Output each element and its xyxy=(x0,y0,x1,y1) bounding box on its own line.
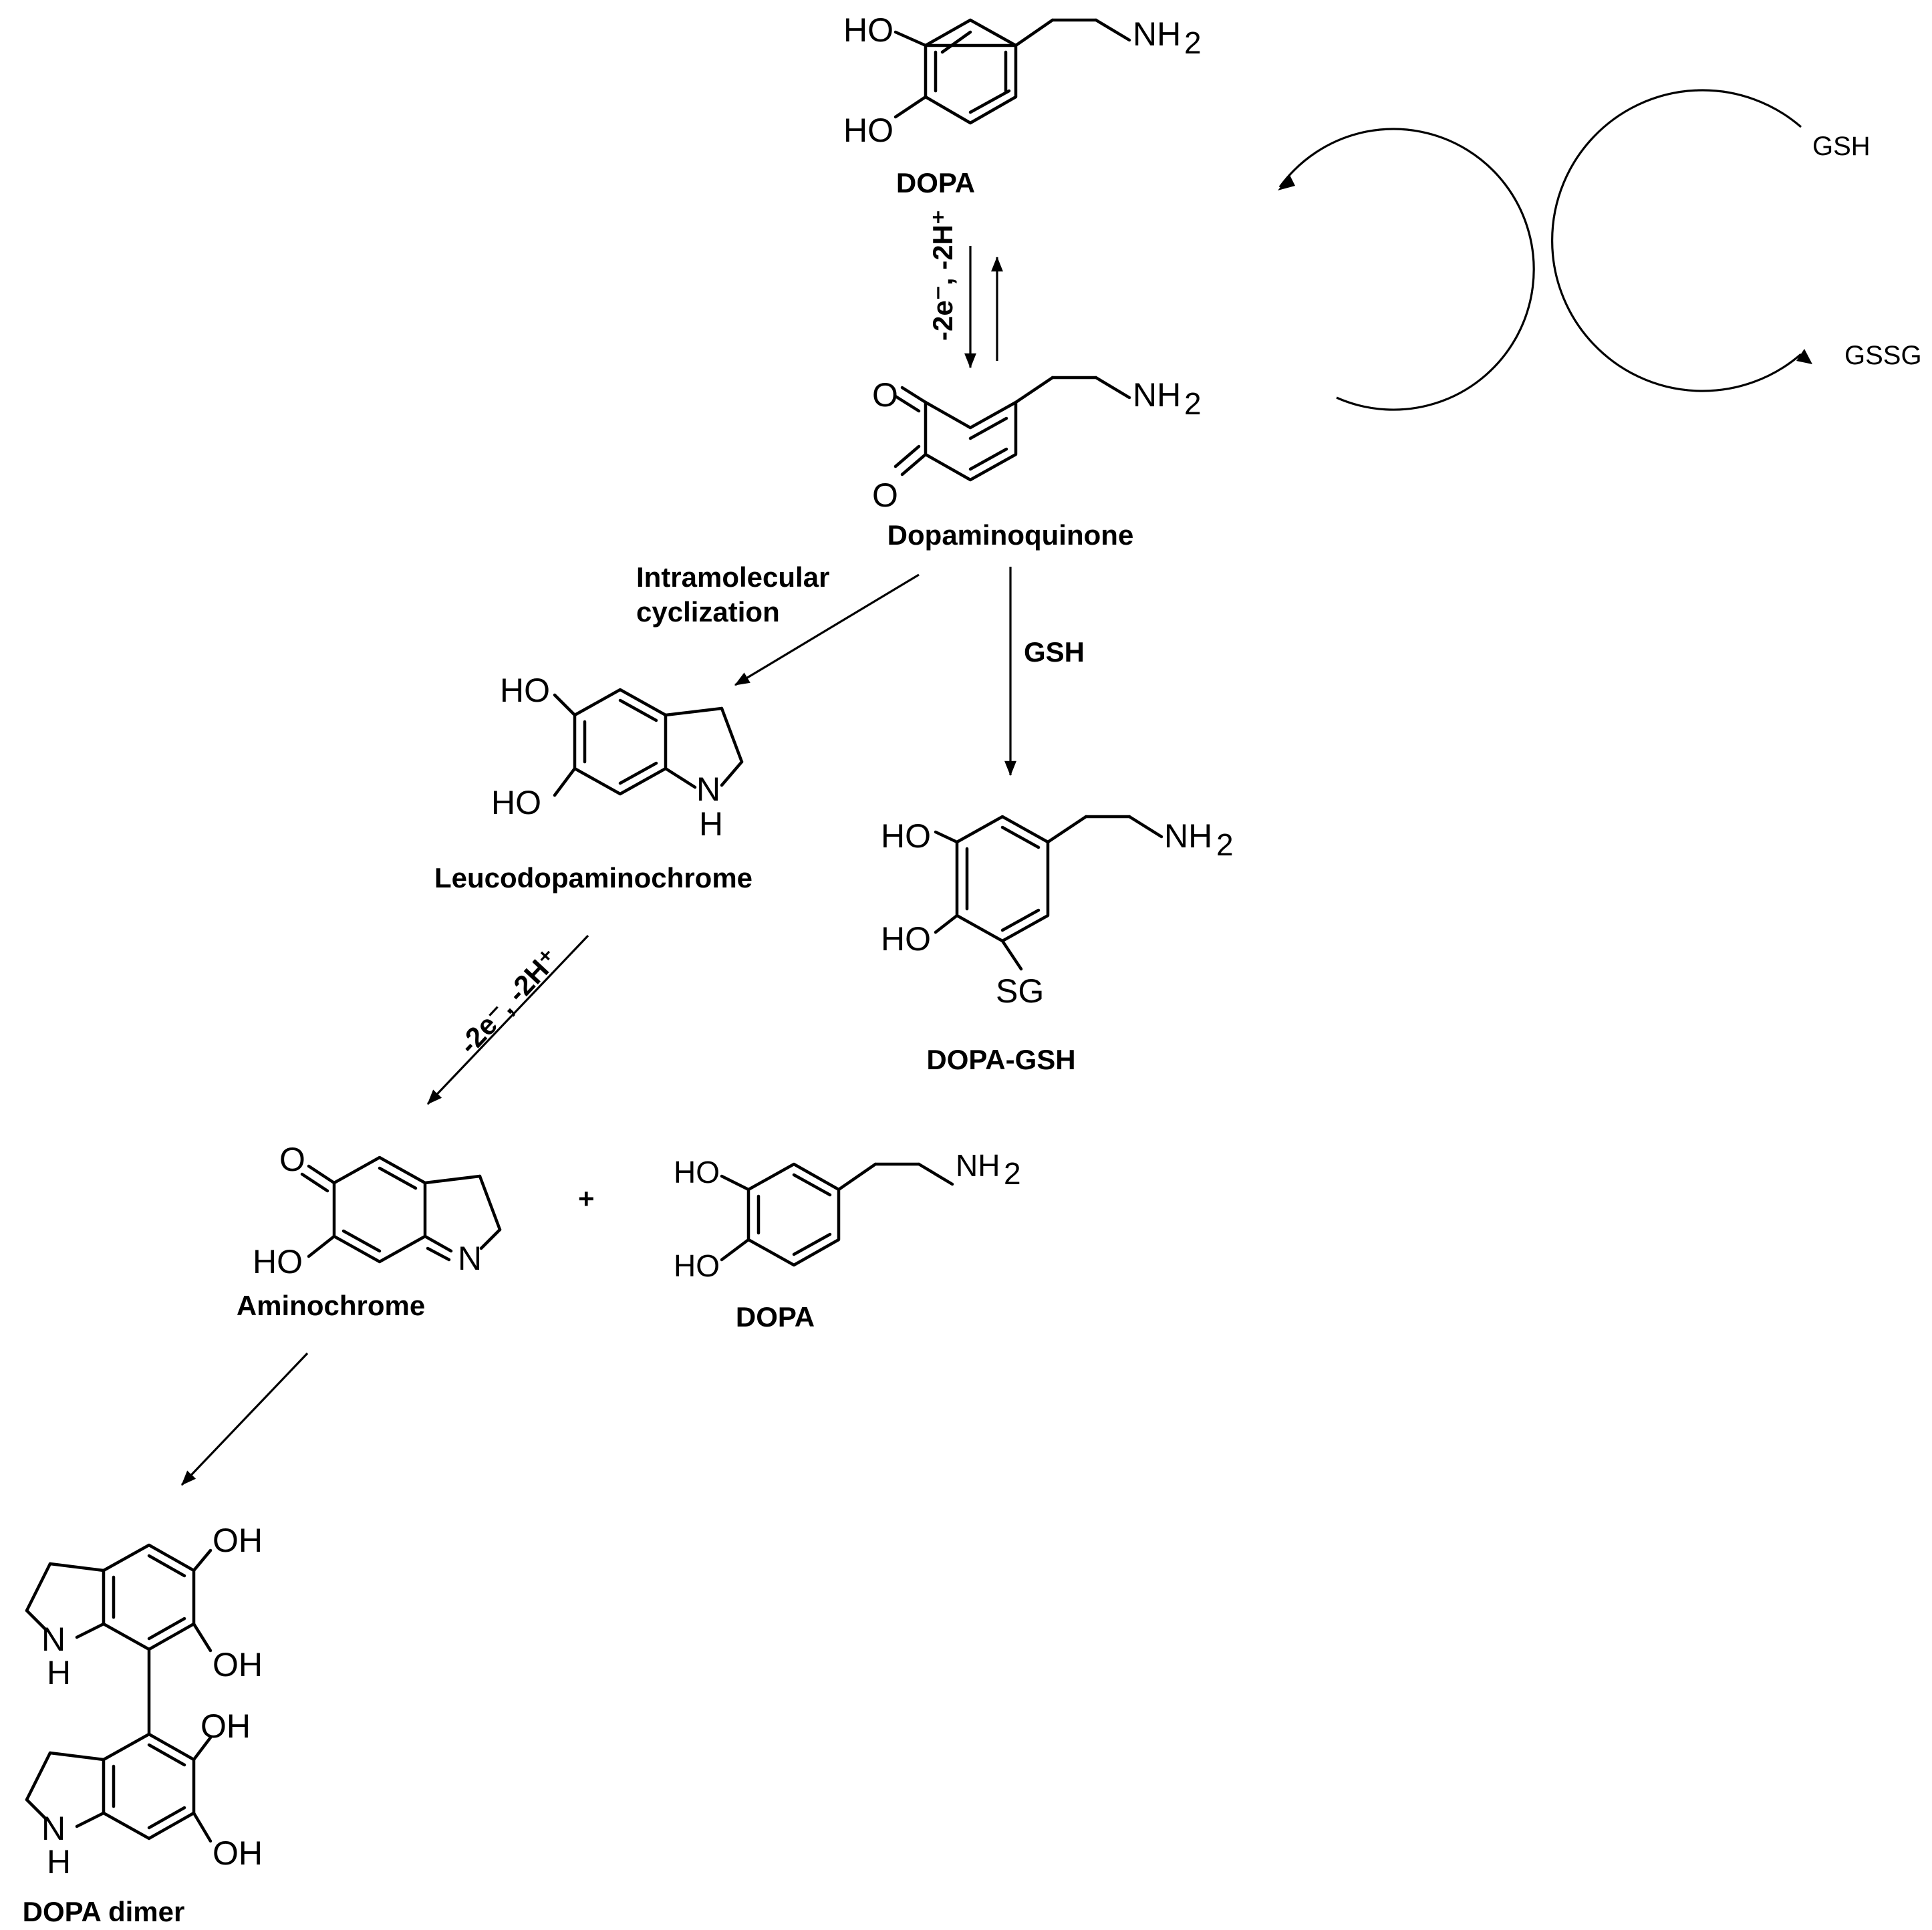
dopa-gsh-sg: SG xyxy=(996,972,1044,1010)
leuco-ho-2: HO xyxy=(491,784,541,821)
leuco-h: H xyxy=(699,805,723,843)
dopa-dimer-label: DOPA dimer xyxy=(23,1896,185,1927)
dopa-gsh-nh-subscript: 2 xyxy=(1216,827,1234,862)
dopaminoquinone-bonds xyxy=(893,376,1131,482)
dimer-oh-1: OH xyxy=(213,1522,263,1559)
dopa-top-ho-2: HO xyxy=(843,112,893,149)
dimer-n-2: N xyxy=(41,1810,65,1847)
dopaminoquinone-structure: O O NH 2 Dopaminoquinone xyxy=(872,376,1202,551)
dopaminoquinone-label: Dopaminoquinone xyxy=(887,519,1134,551)
dopa-top-ho-1: HO xyxy=(843,11,893,49)
cyclization-arrow xyxy=(734,573,920,686)
redox-right-arc xyxy=(1551,89,1802,392)
dimerization-arrow xyxy=(180,1352,309,1486)
leucodopaminochrome-label: Leucodopaminochrome xyxy=(434,862,752,893)
dimer-oh-2: OH xyxy=(213,1646,263,1683)
dopa-bottom-structure: HO HO NH 2 DOPA xyxy=(674,1148,1021,1333)
dopa-dimer-structure: OH OH OH OH N H N H DOPA dimer xyxy=(23,1522,263,1927)
dopa-top-structure: HO HO NH 2 DOPA xyxy=(843,11,1202,198)
dopa-gsh-ho-2: HO xyxy=(881,920,931,958)
redox-gssg-label: GSSG xyxy=(1844,341,1922,370)
cyclization-step: Intramolecular cyclization xyxy=(636,561,920,686)
cyclization-condition-line-2: cyclization xyxy=(636,596,780,628)
dopa-gsh-ho-1: HO xyxy=(881,817,931,855)
aminochrome-ho: HO xyxy=(253,1243,303,1280)
quinone-o-1: O xyxy=(872,376,898,414)
dopa-top-nh-subscript: 2 xyxy=(1184,25,1202,60)
aminochrome-label: Aminochrome xyxy=(237,1290,425,1321)
oxidation-2-arrow xyxy=(426,934,589,1105)
cyclization-condition-line-1: Intramolecular xyxy=(636,561,829,593)
leuco-n: N xyxy=(696,771,720,808)
redox-left-arrowhead xyxy=(1278,175,1295,190)
dopa-quinone-equilibrium: -2e⁻, -2H⁺ xyxy=(927,210,1003,369)
dopa-dimer-bonds xyxy=(25,1543,213,1843)
leuco-bonds xyxy=(553,688,744,797)
dopa-bottom-ho-1: HO xyxy=(674,1155,720,1190)
dopa-bottom-bonds xyxy=(720,1162,954,1267)
aminochrome-structure: O HO N Aminochrome xyxy=(237,1141,502,1321)
leuco-ho-1: HO xyxy=(500,672,550,709)
oxidation-1-condition: -2e⁻, -2H⁺ xyxy=(927,210,958,341)
leucodopaminochrome-structure: HO HO N H Leucodopaminochrome xyxy=(434,672,752,893)
gsh-addition-condition: GSH xyxy=(1024,636,1085,668)
aminochrome-o: O xyxy=(279,1141,305,1178)
gsh-addition-step: GSH xyxy=(1004,567,1085,777)
dimer-oh-3: OH xyxy=(200,1707,251,1745)
dimer-h-2: H xyxy=(47,1843,71,1881)
dopa-bottom-nh: NH xyxy=(956,1148,1000,1183)
aminochrome-n: N xyxy=(458,1240,482,1277)
dopa-bottom-label: DOPA xyxy=(736,1301,815,1333)
quinone-o-2: O xyxy=(872,476,898,514)
aminochrome-bonds xyxy=(300,1155,502,1264)
dimer-h-1: H xyxy=(47,1654,71,1691)
dopa-bottom-ho-2: HO xyxy=(674,1248,720,1283)
dopa-top-label: DOPA xyxy=(896,167,975,198)
dopa-gsh-bonds xyxy=(934,815,1163,971)
dopa-gsh-nh: NH xyxy=(1164,817,1212,855)
gsh-redox-cycle: GSH GSSG xyxy=(1278,89,1922,411)
aminochrome-formation-step: -2e⁻, -2H⁺ xyxy=(426,934,589,1105)
plus-sign: + xyxy=(578,1183,595,1214)
dopa-top-bonds xyxy=(893,18,1131,125)
dopa-gsh-label: DOPA-GSH xyxy=(926,1044,1075,1075)
redox-right-arrowhead xyxy=(1796,349,1812,364)
redox-left-arc xyxy=(1278,128,1535,411)
redox-gsh-label: GSH xyxy=(1812,132,1871,161)
quinone-nh-subscript: 2 xyxy=(1184,386,1202,421)
quinone-nh: NH xyxy=(1133,376,1181,414)
dimer-n-1: N xyxy=(41,1621,65,1658)
oxidation-2-condition: -2e⁻, -2H⁺ xyxy=(452,943,565,1060)
dopa-gsh-structure: HO HO NH 2 SG DOPA-GSH xyxy=(881,815,1234,1075)
dopa-top-nh: NH xyxy=(1133,15,1181,53)
dimer-oh-4: OH xyxy=(213,1834,263,1872)
dopa-bottom-nh-subscript: 2 xyxy=(1004,1156,1021,1191)
